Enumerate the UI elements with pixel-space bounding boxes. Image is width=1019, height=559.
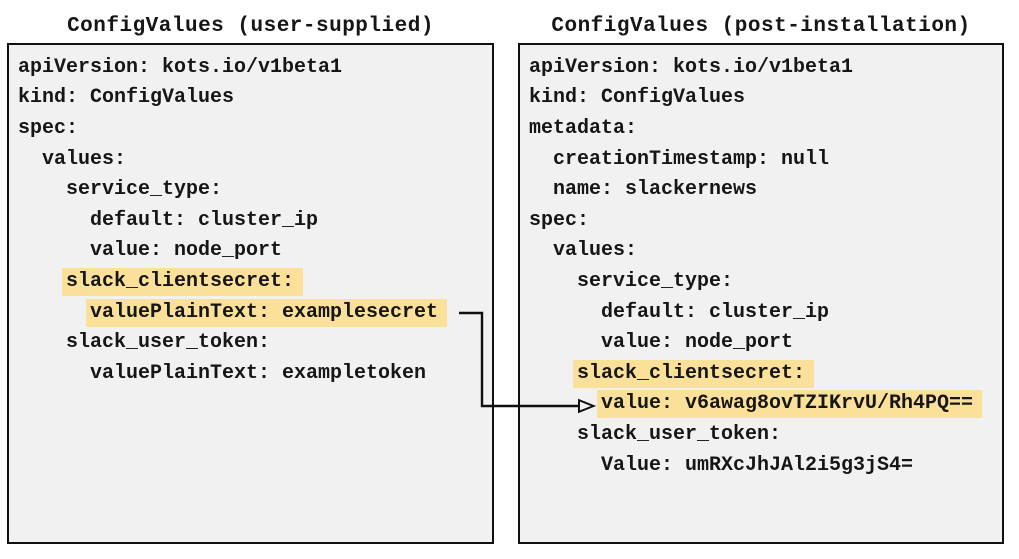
yaml-text: default: cluster_ip bbox=[601, 300, 830, 324]
yaml-text: values: bbox=[42, 147, 127, 171]
yaml-line: slack_user_token: bbox=[529, 420, 1002, 451]
yaml-line: slack_user_token: bbox=[18, 328, 492, 359]
yaml-line: spec: bbox=[18, 114, 492, 145]
yaml-text: creationTimestamp: null bbox=[553, 147, 830, 171]
yaml-line: default: cluster_ip bbox=[529, 297, 1002, 328]
yaml-text: service_type: bbox=[66, 178, 223, 202]
yaml-line: service_type: bbox=[529, 267, 1002, 298]
yaml-text: apiVersion: kots.io/v1beta1 bbox=[18, 55, 343, 79]
yaml-text-highlighted: valuePlainText: examplesecret bbox=[86, 298, 448, 327]
yaml-text-highlighted: slack_clientsecret: bbox=[62, 267, 304, 296]
yaml-line: value: node_port bbox=[18, 236, 492, 267]
yaml-line: spec: bbox=[529, 205, 1002, 236]
yaml-text: default: cluster_ip bbox=[90, 208, 319, 232]
yaml-line: value: node_port bbox=[529, 328, 1002, 359]
yaml-line: name: slackernews bbox=[529, 175, 1002, 206]
yaml-text: kind: ConfigValues bbox=[18, 86, 235, 110]
yaml-line: Value: umRXcJhJAl2i5g3jS4= bbox=[529, 450, 1002, 481]
yaml-text: slack_user_token: bbox=[66, 331, 271, 355]
yaml-line: metadata: bbox=[529, 114, 1002, 145]
yaml-line: value: v6awag8ovTZIKrvU/Rh4PQ== bbox=[529, 389, 1002, 420]
yaml-text: spec: bbox=[18, 116, 79, 140]
yaml-text: values: bbox=[553, 239, 638, 263]
yaml-line: service_type: bbox=[18, 175, 492, 206]
post-installation-config-box: apiVersion: kots.io/v1beta1 kind: ConfigV… bbox=[518, 43, 1004, 544]
yaml-line: kind: ConfigValues bbox=[529, 83, 1002, 114]
yaml-line: slack_clientsecret: bbox=[18, 267, 492, 298]
yaml-line: apiVersion: kots.io/v1beta1 bbox=[529, 53, 1002, 84]
yaml-text: slack_user_token: bbox=[577, 422, 782, 446]
yaml-line: slack_clientsecret: bbox=[529, 358, 1002, 389]
yaml-text-highlighted: value: v6awag8ovTZIKrvU/Rh4PQ== bbox=[597, 390, 983, 419]
yaml-text: metadata: bbox=[529, 116, 638, 140]
yaml-line: kind: ConfigValues bbox=[18, 83, 492, 114]
yaml-text: valuePlainText: exampletoken bbox=[90, 361, 427, 385]
yaml-line: values: bbox=[529, 236, 1002, 267]
user-supplied-config-box: apiVersion: kots.io/v1beta1 kind: ConfigV… bbox=[7, 43, 494, 544]
yaml-line: values: bbox=[18, 144, 492, 175]
yaml-text: kind: ConfigValues bbox=[529, 86, 746, 110]
yaml-line: creationTimestamp: null bbox=[529, 144, 1002, 175]
right-panel-title: ConfigValues (post-installation) bbox=[551, 15, 971, 38]
yaml-line: valuePlainText: examplesecret bbox=[18, 297, 492, 328]
yaml-text: service_type: bbox=[577, 269, 734, 293]
yaml-line: default: cluster_ip bbox=[18, 205, 492, 236]
yaml-text: spec: bbox=[529, 208, 590, 232]
left-panel-title: ConfigValues (user-supplied) bbox=[67, 15, 434, 38]
yaml-text-highlighted: slack_clientsecret: bbox=[573, 359, 815, 388]
yaml-text: value: node_port bbox=[90, 239, 283, 263]
yaml-text: value: node_port bbox=[601, 331, 794, 355]
yaml-text: Value: umRXcJhJAl2i5g3jS4= bbox=[601, 453, 914, 477]
yaml-text: name: slackernews bbox=[553, 178, 758, 202]
yaml-text: apiVersion: kots.io/v1beta1 bbox=[529, 55, 854, 79]
yaml-line: valuePlainText: exampletoken bbox=[18, 358, 492, 389]
yaml-line: apiVersion: kots.io/v1beta1 bbox=[18, 53, 492, 84]
